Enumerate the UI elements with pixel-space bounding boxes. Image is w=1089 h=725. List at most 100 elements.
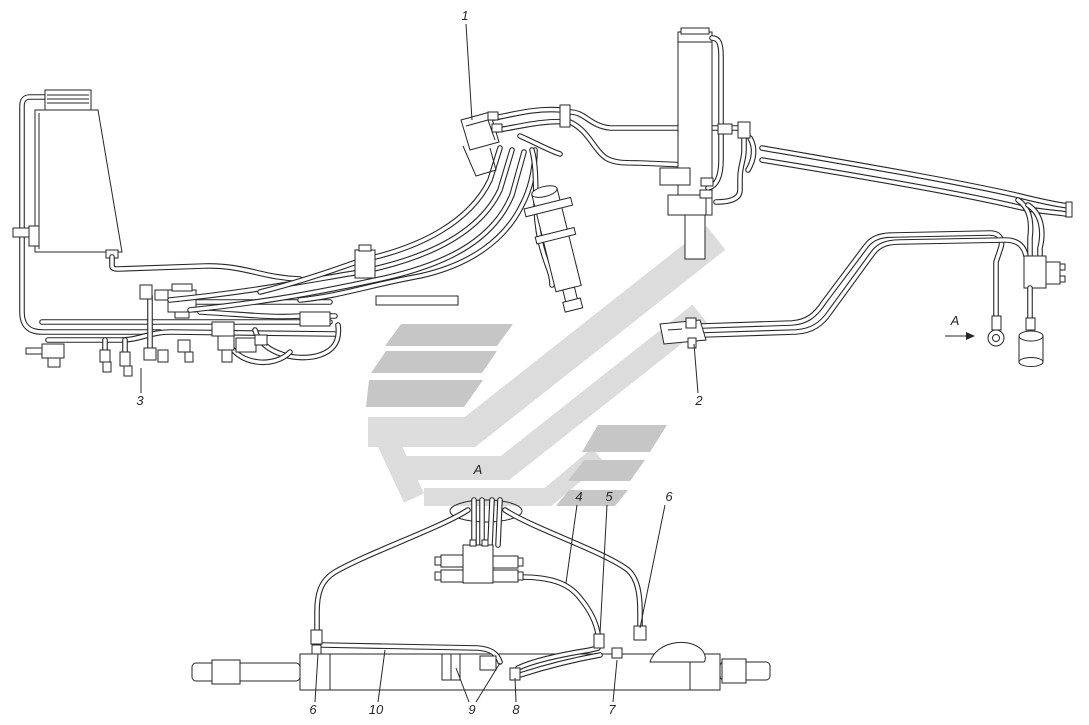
valve-block-knob bbox=[517, 557, 524, 567]
view-arrow-head bbox=[966, 332, 975, 340]
callouts: 1 3 2 4 5 6 6 10 9 8 7 bbox=[136, 8, 703, 717]
steering-cylinder-right-sleeve bbox=[721, 658, 747, 684]
end-cylinder-bottom bbox=[1018, 357, 1044, 367]
lower-right-pipe bbox=[699, 237, 1029, 338]
distributor-block bbox=[217, 335, 235, 351]
end-cylinder-fitting bbox=[1025, 317, 1036, 331]
pipe-core bbox=[1026, 203, 1044, 258]
watermark-logo bbox=[366, 226, 726, 506]
callout-1: 1 bbox=[461, 8, 468, 23]
fitting bbox=[123, 365, 133, 377]
valve-block-knob bbox=[517, 571, 524, 581]
pipe-core bbox=[760, 146, 1070, 208]
component-item-2 bbox=[659, 317, 707, 349]
junction-tee bbox=[737, 121, 751, 139]
valve-block-left-upper bbox=[440, 554, 464, 568]
watermark-bar-left-1 bbox=[385, 324, 513, 346]
pipe-core bbox=[198, 310, 337, 319]
end-cylinder-top bbox=[1018, 330, 1044, 342]
vertical-cylinder-cap bbox=[680, 27, 710, 35]
left-valve-nozzle bbox=[25, 347, 43, 355]
valve-block-left-lower bbox=[440, 569, 464, 583]
eye-ring-hole bbox=[992, 334, 1000, 342]
watermark-bar-left-2 bbox=[371, 351, 497, 373]
valve-block-right-upper bbox=[492, 555, 519, 569]
pipe-core bbox=[298, 148, 537, 302]
pipe-clamp-fitting bbox=[358, 244, 372, 252]
pipe-core bbox=[488, 498, 494, 547]
callout-9: 9 bbox=[468, 702, 475, 717]
fitting bbox=[254, 334, 268, 346]
cylinder-fitting bbox=[699, 189, 713, 199]
pipe-core bbox=[700, 238, 1028, 337]
pipe-core bbox=[760, 158, 1068, 216]
hydraulic-tank bbox=[12, 89, 303, 335]
pipe-core bbox=[1016, 198, 1033, 258]
valve-block-port bbox=[469, 539, 477, 547]
left-pipe-bundle bbox=[25, 283, 342, 377]
pipe-core bbox=[253, 323, 341, 360]
pipe-core bbox=[492, 107, 564, 120]
pipe-core bbox=[46, 330, 337, 342]
component-2-fitting bbox=[685, 317, 697, 329]
leader-line-9 bbox=[455, 667, 470, 703]
fitting bbox=[235, 337, 257, 353]
callout-4: 4 bbox=[575, 489, 582, 504]
left-valve bbox=[41, 343, 65, 359]
watermark-bar-right-3 bbox=[556, 490, 628, 506]
pipe-core bbox=[714, 136, 746, 204]
valve-block-knob bbox=[434, 556, 442, 566]
watermark-bar-left-3 bbox=[366, 380, 483, 407]
main-pipe bbox=[167, 147, 515, 303]
lift-cylinder-body-group bbox=[523, 185, 584, 313]
steering-cylinder-boot bbox=[649, 641, 706, 663]
pipe-core bbox=[746, 136, 756, 172]
component-2-detail bbox=[667, 328, 683, 331]
watermark-stem bbox=[370, 420, 424, 503]
fitting-item-7 bbox=[611, 647, 623, 659]
callout-3: 3 bbox=[136, 393, 144, 408]
valve-item-1 bbox=[460, 104, 725, 177]
pipe-core bbox=[496, 498, 502, 547]
leader-line-4 bbox=[565, 504, 578, 584]
valve-fitting bbox=[491, 123, 503, 133]
pipe-clamp-block bbox=[354, 249, 376, 279]
fitting-item-6-right bbox=[633, 625, 647, 641]
fitting bbox=[139, 284, 153, 300]
filter-drain bbox=[174, 311, 190, 319]
view-a-right-pipe bbox=[502, 507, 643, 631]
view-a-valve-block bbox=[434, 539, 524, 584]
leader-line-6-left bbox=[314, 653, 319, 703]
long-pipe-end-cap bbox=[1065, 201, 1073, 218]
watermark-bar-right-2 bbox=[568, 460, 645, 481]
callout-5: 5 bbox=[605, 489, 613, 504]
vertical-cylinder-clamp bbox=[659, 167, 691, 186]
cylinder-fitting bbox=[700, 177, 714, 187]
view-a-arrow: A bbox=[945, 313, 975, 340]
pipe-core bbox=[568, 120, 690, 167]
callout-10: 10 bbox=[369, 702, 384, 717]
fitting-item-9 bbox=[479, 655, 497, 671]
valve-fitting bbox=[487, 111, 499, 121]
right-pipe-run bbox=[699, 121, 1073, 367]
callout-6-left: 6 bbox=[309, 702, 317, 717]
left-valve-base bbox=[47, 357, 61, 368]
tee-block bbox=[299, 311, 331, 327]
valve-stand bbox=[462, 145, 497, 177]
vertical-cylinder-rod bbox=[684, 214, 706, 260]
vertical-cylinder bbox=[659, 27, 724, 260]
steering-cylinder-left-sleeve bbox=[211, 659, 241, 685]
pipe-union bbox=[559, 104, 571, 128]
right-valve-block bbox=[1023, 255, 1047, 289]
leader-line-9 bbox=[475, 662, 501, 703]
view-a: A bbox=[191, 462, 771, 691]
fitting bbox=[221, 349, 233, 363]
valve-block-knob bbox=[434, 571, 442, 581]
general-view: A bbox=[12, 27, 1073, 377]
shaft bbox=[375, 295, 459, 306]
junction-fitting bbox=[717, 123, 733, 135]
watermark-chevron-middle bbox=[398, 304, 708, 480]
distributor-block bbox=[211, 321, 235, 337]
steering-cylinder-left-rod bbox=[191, 662, 301, 682]
fitting bbox=[177, 339, 191, 353]
